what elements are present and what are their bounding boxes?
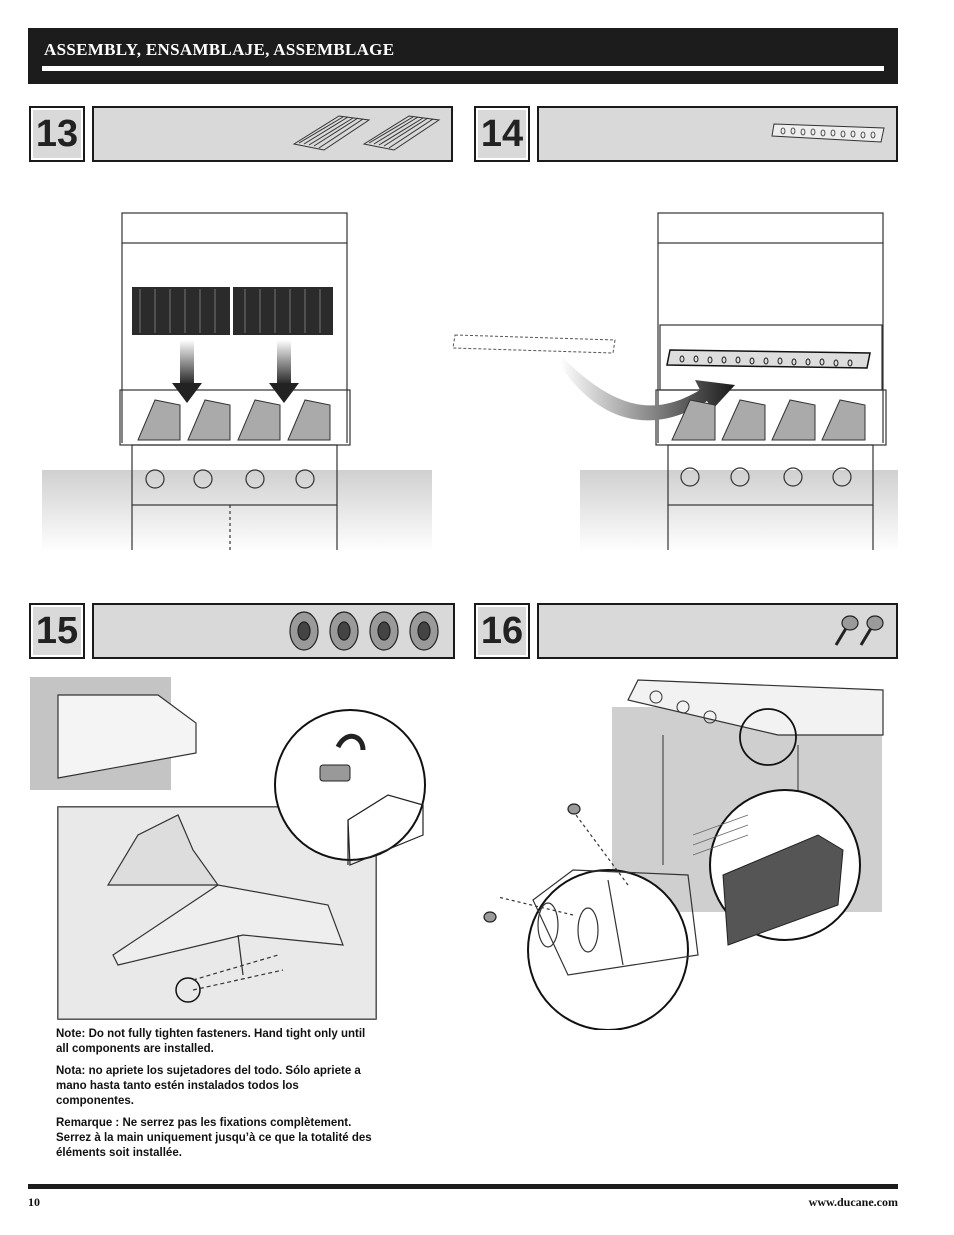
step-14-number: 14: [474, 106, 530, 162]
step-16-parts-panel: [537, 603, 898, 659]
note-english: Note: Do not fully tighten fasteners. Ha…: [56, 1028, 366, 1055]
step-14-illustration: [452, 212, 898, 552]
page-number: 10: [28, 1195, 40, 1209]
step-13-number: 13: [29, 106, 85, 162]
step-13-parts-panel: [92, 106, 453, 162]
warming-rack-icon: [771, 123, 885, 143]
step-15-number: 15: [29, 603, 85, 659]
page-header: ASSEMBLY, ENSAMBLAJE, ASSEMBLAGE: [28, 28, 898, 84]
step-15-illustration: [30, 677, 426, 1020]
cooking-grates-icon: [292, 115, 441, 151]
step-16-number: 16: [474, 603, 530, 659]
website-link[interactable]: www.ducane.com: [808, 1195, 898, 1209]
footer-rule: [28, 1184, 898, 1189]
note-spanish: Nota: no apriete los sujetadores del tod…: [56, 1065, 361, 1107]
screws-icon: [834, 615, 884, 646]
step-14-parts-panel: [537, 106, 898, 162]
step-16-illustration: [483, 679, 884, 1030]
nuts-icon: [289, 611, 439, 651]
note-french: Remarque : Ne serrez pas les fixations c…: [56, 1117, 372, 1159]
assembly-notes: Note: Do not fully tighten fasteners. Ha…: [56, 1027, 376, 1168]
step-13-illustration: [42, 212, 432, 552]
step-15-parts-panel: [92, 603, 455, 659]
header-rule: [42, 66, 884, 71]
page-title: ASSEMBLY, ENSAMBLAJE, ASSEMBLAGE: [44, 40, 395, 59]
